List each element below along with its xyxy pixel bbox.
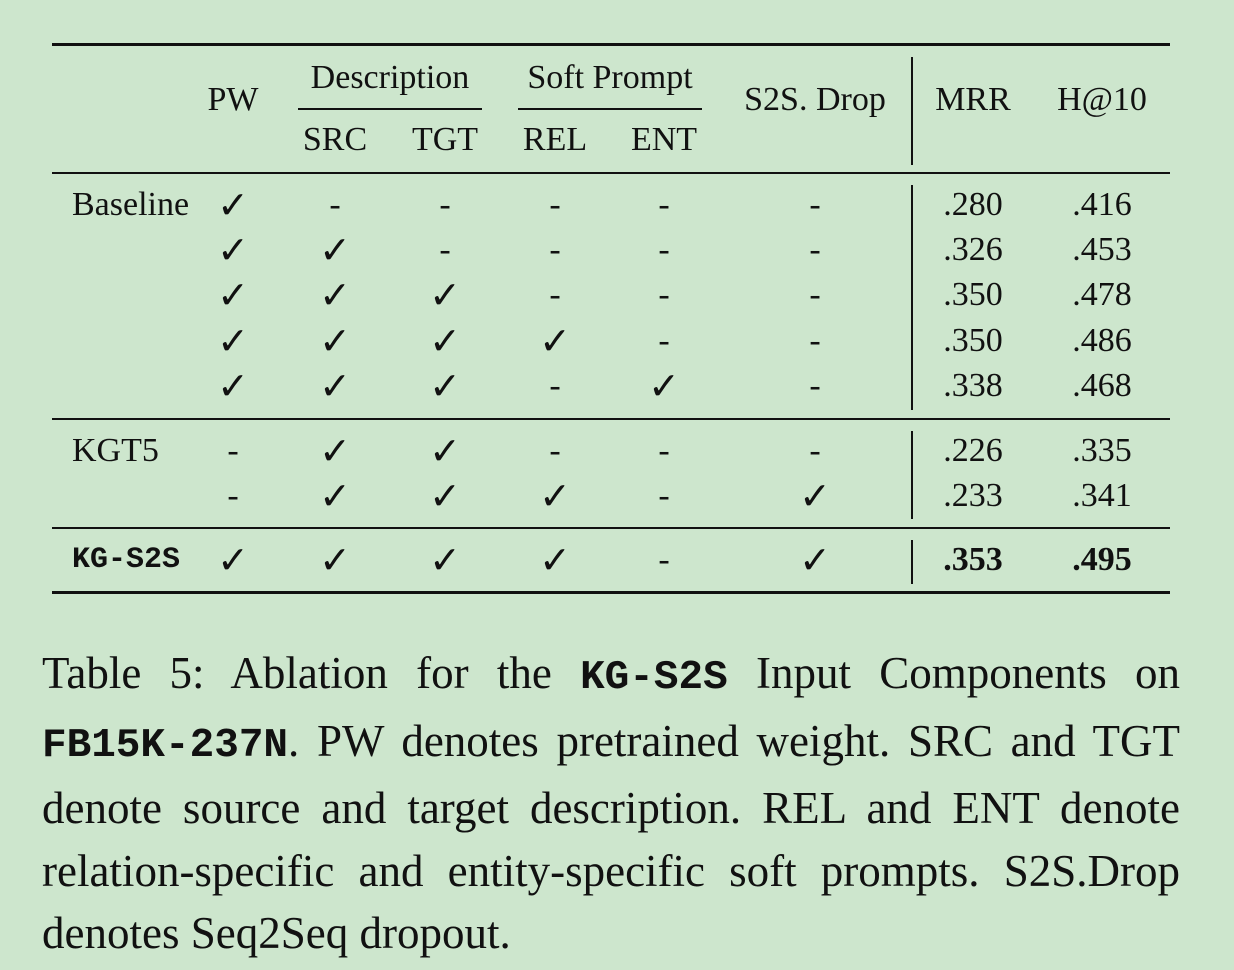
cell-tgt: ✓	[429, 538, 461, 582]
cell-src: ✓	[319, 228, 351, 272]
header-rel: REL	[522, 121, 588, 158]
header-mrr: MRR	[935, 81, 1011, 118]
cell-s2s-drop: -	[809, 367, 821, 404]
group-separator-rule	[52, 527, 1170, 529]
cell-s2s-drop: ✓	[799, 538, 831, 582]
cell-rel: -	[549, 432, 561, 469]
cell-h10: .495	[1072, 541, 1132, 578]
cell-rel: -	[549, 367, 561, 404]
header-ent: ENT	[630, 121, 698, 158]
cell-pw: -	[227, 477, 239, 514]
group-label-kgt5: KGT5	[72, 432, 159, 469]
cell-src: ✓	[319, 364, 351, 408]
cell-mrr: .233	[943, 477, 1003, 514]
caption-text: Table 5: Ablation for the	[42, 648, 581, 698]
group-label-kg-s2s: KG-S2S	[72, 543, 181, 577]
cell-h10: .486	[1072, 322, 1132, 359]
cell-mrr: .326	[943, 231, 1003, 268]
cell-mrr: .353	[943, 541, 1003, 578]
cell-mrr: .350	[943, 276, 1003, 313]
cell-mrr: .226	[943, 432, 1003, 469]
table-caption: Table 5: Ablation for the KG-S2S Input C…	[42, 642, 1180, 965]
column-separator	[911, 57, 913, 165]
cell-tgt: -	[439, 231, 451, 268]
cell-pw: ✓	[217, 228, 249, 272]
cell-rel: -	[549, 276, 561, 313]
cell-pw: ✓	[217, 319, 249, 363]
cell-tgt: ✓	[429, 474, 461, 518]
cell-pw: ✓	[217, 364, 249, 408]
cell-s2s-drop: -	[809, 432, 821, 469]
header-h10: H@10	[1057, 81, 1147, 118]
header-soft-prompt: Soft Prompt	[527, 59, 693, 96]
cell-ent: ✓	[648, 364, 680, 408]
cell-ent: -	[658, 477, 670, 514]
cell-rel: -	[549, 231, 561, 268]
group-label-baseline: Baseline	[72, 186, 190, 223]
column-separator	[911, 185, 913, 410]
cell-tgt: ✓	[429, 319, 461, 363]
table-bottom-rule	[52, 591, 1170, 594]
cell-tgt: ✓	[429, 364, 461, 408]
header-tgt: TGT	[411, 121, 479, 158]
header-s2s-drop: S2S. Drop	[744, 81, 886, 118]
cell-tgt: ✓	[429, 429, 461, 473]
cell-ent: -	[658, 186, 670, 223]
cell-h10: .468	[1072, 367, 1132, 404]
column-separator	[911, 540, 913, 584]
cell-pw: ✓	[217, 538, 249, 582]
cell-ent: -	[658, 541, 670, 578]
cell-pw: ✓	[217, 183, 249, 227]
header-src: SRC	[302, 121, 368, 158]
cell-ent: -	[658, 276, 670, 313]
cell-mrr: .350	[943, 322, 1003, 359]
group-separator-rule	[52, 418, 1170, 420]
soft-prompt-group-line	[518, 108, 702, 110]
cell-h10: .335	[1072, 432, 1132, 469]
cell-mrr: .280	[943, 186, 1003, 223]
cell-pw: -	[227, 432, 239, 469]
description-group-line	[298, 108, 482, 110]
cell-rel: ✓	[539, 474, 571, 518]
cell-ent: -	[658, 231, 670, 268]
cell-rel: ✓	[539, 319, 571, 363]
cell-mrr: .338	[943, 367, 1003, 404]
header-pw: PW	[207, 81, 259, 118]
cell-src: ✓	[319, 319, 351, 363]
cell-h10: .453	[1072, 231, 1132, 268]
cell-ent: -	[658, 432, 670, 469]
caption-text: Input Components on	[727, 648, 1180, 698]
cell-ent: -	[658, 322, 670, 359]
table-header-rule	[52, 172, 1170, 174]
cell-h10: .478	[1072, 276, 1132, 313]
cell-src: ✓	[319, 429, 351, 473]
caption-model-name: KG-S2S	[580, 655, 728, 701]
cell-pw: ✓	[217, 273, 249, 317]
column-separator	[911, 431, 913, 519]
cell-s2s-drop: -	[809, 231, 821, 268]
cell-s2s-drop: -	[809, 186, 821, 223]
cell-s2s-drop: -	[809, 276, 821, 313]
cell-rel: ✓	[539, 538, 571, 582]
table-top-rule	[52, 43, 1170, 46]
header-description: Description	[310, 59, 470, 96]
cell-s2s-drop: ✓	[799, 474, 831, 518]
caption-text: . PW denotes pretrained weight. SRC and …	[42, 715, 1180, 959]
cell-src: -	[329, 186, 341, 223]
cell-src: ✓	[319, 538, 351, 582]
cell-h10: .416	[1072, 186, 1132, 223]
cell-rel: -	[549, 186, 561, 223]
caption-dataset-name: FB15K-237N	[42, 722, 289, 769]
cell-h10: .341	[1072, 477, 1132, 514]
cell-s2s-drop: -	[809, 322, 821, 359]
cell-src: ✓	[319, 273, 351, 317]
cell-src: ✓	[319, 474, 351, 518]
cell-tgt: -	[439, 186, 451, 223]
cell-tgt: ✓	[429, 273, 461, 317]
